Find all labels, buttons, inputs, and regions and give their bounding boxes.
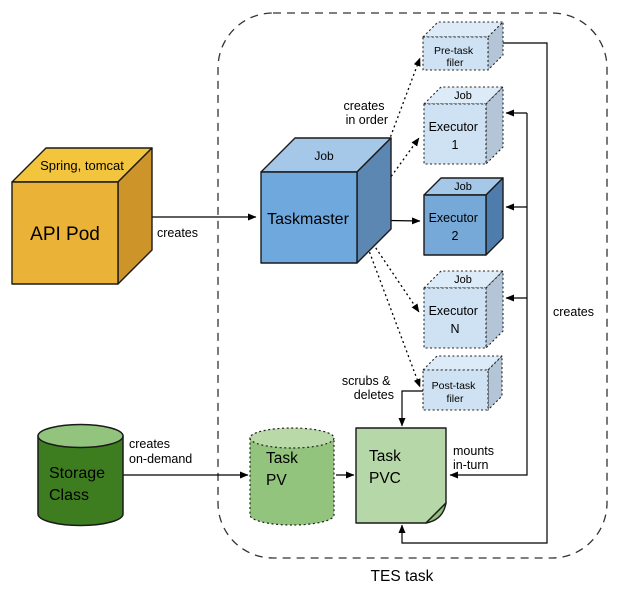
node-executor-n <box>423 270 504 349</box>
executor-1-label: Executor 1 <box>429 120 482 152</box>
executor-n-sublabel: Job <box>454 274 472 286</box>
storage-class-body <box>37 435 124 527</box>
edge-taskmaster-posttask <box>358 223 421 388</box>
edge-filer-creates-pvc <box>398 42 548 544</box>
post-task-filer-front <box>422 369 489 411</box>
pre-task-filer-side <box>487 21 504 71</box>
executor-n-front <box>423 287 487 349</box>
node-executor-2 <box>423 177 504 256</box>
label-filer-creates: creates <box>553 305 594 319</box>
executor-2-sublabel: Job <box>454 181 472 193</box>
edge-scrubs-deletes <box>398 390 423 427</box>
task-pvc-label: Task PVC <box>369 448 405 487</box>
taskmaster-sublabel: Job <box>314 149 334 163</box>
executor-1-top <box>423 86 504 105</box>
node-taskmaster <box>260 137 392 264</box>
edge-taskmaster-pretask <box>358 57 421 222</box>
api-pod-sublabel: Spring, tomcat <box>40 158 124 173</box>
label-creates-in-order: creates in order <box>344 99 388 127</box>
task-pv-label: Task PV <box>266 450 302 489</box>
edges <box>118 42 548 544</box>
label-creates-on-demand: creates on-demand <box>129 437 192 466</box>
node-task-pv <box>249 427 335 526</box>
executor-1-front <box>423 103 487 165</box>
label-scrubs-deletes: scrubs & deletes <box>342 374 394 402</box>
node-task-pvc <box>355 427 447 524</box>
node-executor-1 <box>423 86 504 165</box>
node-post-task-filer <box>422 355 503 411</box>
node-api-pod <box>11 147 153 285</box>
api-pod-cube-front <box>11 181 119 285</box>
executor-1-sublabel: Job <box>454 90 472 102</box>
pre-task-filer-label: Pre-task filer <box>434 45 476 69</box>
task-pv-body <box>249 437 335 526</box>
task-pv-top <box>249 427 335 449</box>
storage-class-top <box>37 423 124 449</box>
executor-2-front <box>423 194 487 256</box>
executor-n-top <box>423 270 504 289</box>
taskmaster-cube-front <box>260 171 358 264</box>
tes-task-label: TES task <box>371 568 434 585</box>
node-pre-task-filer <box>422 21 504 71</box>
executor-2-label: Executor 2 <box>429 211 482 243</box>
executor-n-label: Executor N <box>429 304 482 336</box>
taskmaster-label: Taskmaster <box>267 211 349 228</box>
post-task-filer-label: Post-task filer <box>432 380 479 405</box>
label-mounts-in-turn: mounts in-turn <box>453 444 497 472</box>
label-api-creates: creates <box>157 226 198 240</box>
api-pod-label: API Pod <box>30 224 100 245</box>
tes-task-boundary <box>217 12 608 559</box>
node-storage-class <box>37 423 124 527</box>
pre-task-filer-front <box>422 36 489 71</box>
task-pvc-fold-corner <box>425 502 447 524</box>
edge-mounts-in-turn <box>449 113 528 479</box>
storage-class-label: Storage Class <box>49 465 110 504</box>
